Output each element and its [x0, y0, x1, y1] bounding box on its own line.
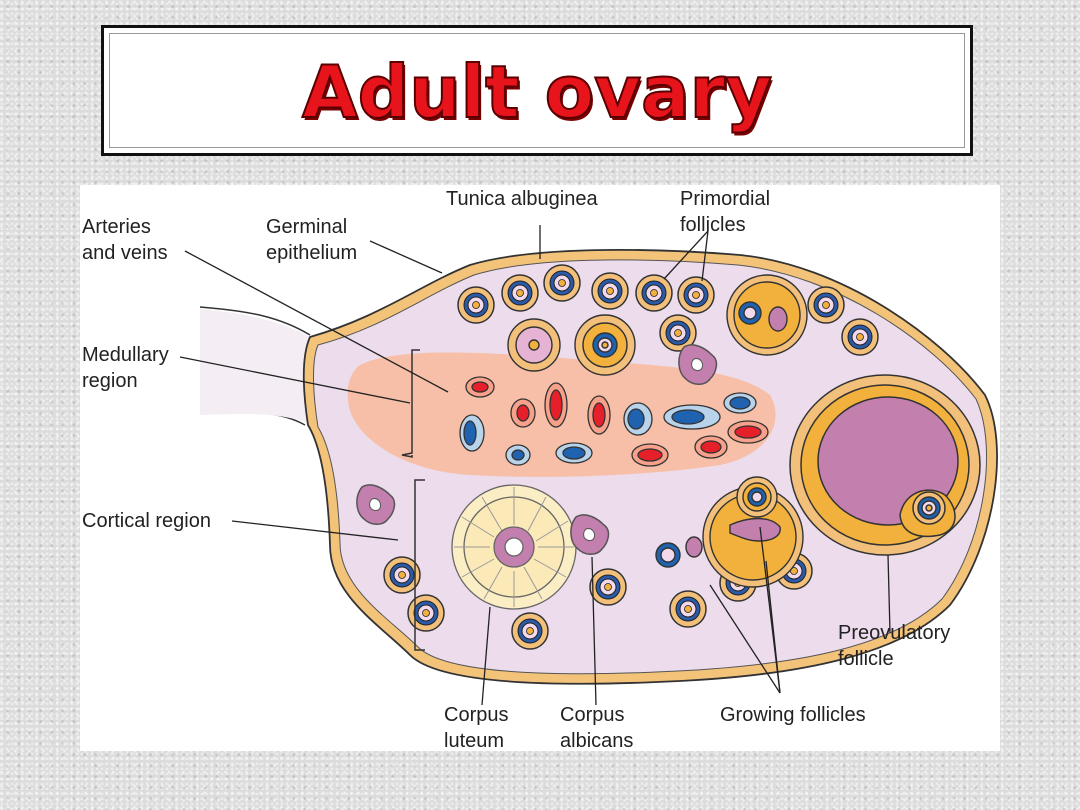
label-primordial-line1: Primordial [680, 188, 770, 210]
cortical-bracket [414, 479, 425, 651]
arteries [465, 376, 769, 467]
label-growing-follicles: Growing follicles [720, 704, 866, 726]
label-primordial-line2: follicles [680, 214, 746, 236]
label-corpus-luteum-line1: Corpus [444, 704, 508, 726]
mesovarium [200, 309, 310, 423]
ovary-svg: Arteries and veins Germinal epithelium T… [82, 188, 998, 751]
label-preovulatory-line2: follicle [838, 648, 894, 670]
label-corpus-albicans-line1: Corpus [560, 704, 624, 726]
mesovarium-upper-edge [199, 306, 311, 336]
medullary-bracket [401, 349, 420, 458]
label-germinal-line2: epithelium [266, 242, 357, 264]
label-cortical: Cortical region [82, 510, 211, 532]
label-corpus-albicans-line2: albicans [560, 730, 633, 751]
ovary-diagram: Arteries and veins Germinal epithelium T… [80, 185, 1000, 751]
label-corpus-luteum-line2: luteum [444, 730, 504, 751]
label-medullary-line1: Medullary [82, 344, 169, 366]
title-box: Adult ovary [101, 25, 973, 156]
growing-follicles [507, 274, 808, 588]
page-title: Adult ovary [301, 50, 773, 134]
veins [459, 392, 757, 466]
label-tunica: Tunica albuginea [446, 188, 598, 210]
label-arteries-line2: and veins [82, 242, 168, 264]
title-inner-frame [109, 33, 965, 148]
label-preovulatory-line1: Preovulatory [838, 622, 950, 644]
corpus-luteum [451, 484, 577, 610]
label-medullary-line2: region [82, 370, 138, 392]
labels: Arteries and veins Germinal epithelium T… [82, 188, 950, 751]
leader-lines [179, 225, 891, 706]
label-arteries-line1: Arteries [82, 216, 151, 238]
preovulatory-follicle [789, 374, 981, 556]
label-germinal-line1: Germinal [266, 216, 347, 238]
